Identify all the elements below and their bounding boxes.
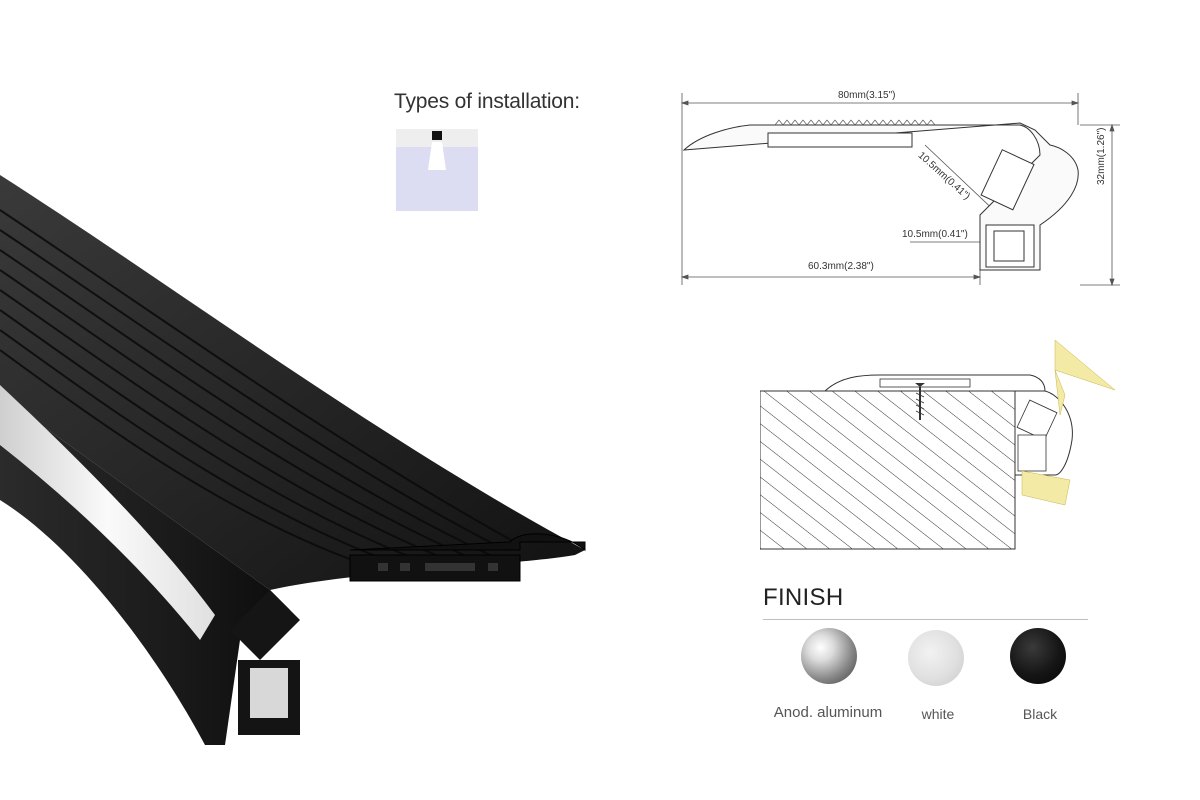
finish-label-black: Black	[1022, 706, 1058, 722]
tread-depth-label: 60.3mm(2.38")	[808, 261, 874, 272]
finish-divider	[763, 619, 1088, 620]
profile-dimension-drawing: 80mm(3.15") 32mm(1.26") 10.5mm(0.41") 10…	[680, 85, 1120, 290]
overall-height-label: 32mm(1.26")	[1096, 127, 1107, 185]
installation-types-title: Types of installation:	[394, 90, 580, 113]
finish-swatch-anodized-aluminum[interactable]	[801, 628, 857, 684]
stair-mount-drawing	[760, 339, 1116, 550]
finish-swatch-black[interactable]	[1010, 628, 1066, 684]
finish-swatch-white[interactable]	[908, 630, 964, 686]
finish-label-anodized-aluminum: Anod. aluminum	[773, 704, 883, 721]
finish-title: FINISH	[763, 584, 844, 611]
finish-label-white: white	[921, 706, 955, 722]
overall-width-label: 80mm(3.15")	[838, 90, 896, 101]
lower-channel-label: 10.5mm(0.41")	[902, 229, 968, 240]
stair-profile-product-render	[0, 175, 586, 745]
recessed-install-icon	[396, 129, 478, 211]
